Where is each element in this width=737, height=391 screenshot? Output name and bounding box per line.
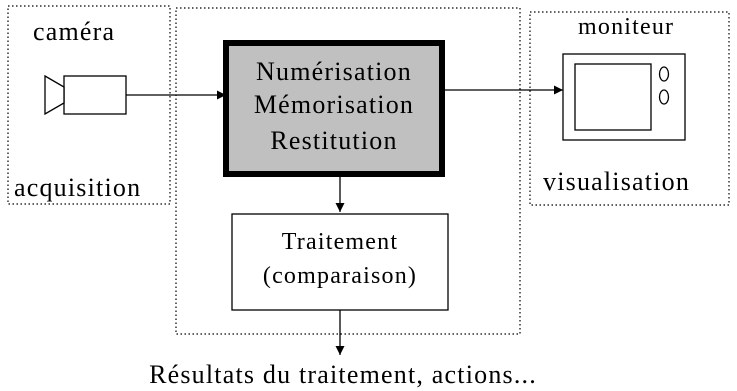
treatment-label-1: Traitement bbox=[282, 229, 398, 255]
monitor-icon bbox=[562, 53, 686, 141]
acquisition-label: acquisition bbox=[14, 173, 141, 202]
visualisation-label: visualisation bbox=[543, 167, 690, 196]
processing-label-1: Numérisation bbox=[256, 57, 412, 86]
processing-group-frame bbox=[175, 7, 521, 335]
monitor-title: moniteur bbox=[578, 14, 674, 40]
acquisition-group-frame bbox=[7, 5, 171, 205]
treatment-box bbox=[231, 213, 449, 311]
treatment-label-2: (comparaison) bbox=[263, 263, 417, 289]
camera-icon bbox=[44, 74, 127, 116]
result-label: Résultats du traitement, actions... bbox=[149, 360, 537, 389]
processing-label-2: Mémorisation bbox=[254, 90, 414, 119]
camera-title: caméra bbox=[33, 17, 115, 46]
processing-label-3: Restitution bbox=[270, 126, 397, 155]
processing-box bbox=[223, 40, 445, 177]
